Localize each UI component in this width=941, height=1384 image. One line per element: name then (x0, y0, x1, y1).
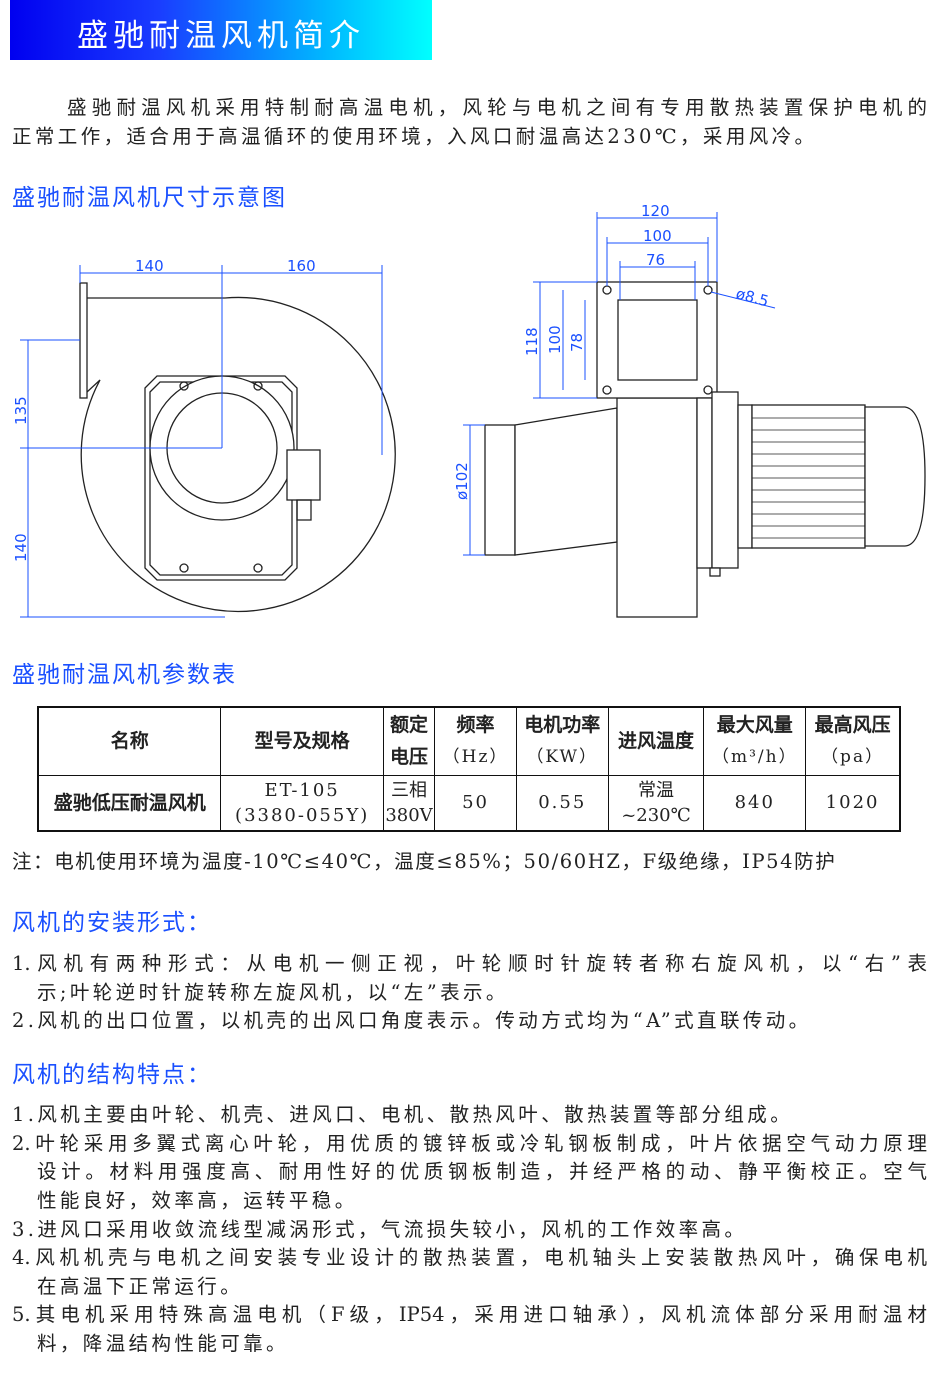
header-power-unit: （KW） (526, 747, 599, 768)
dim-label: 118 (523, 327, 541, 356)
header-frequency-top: 频率 (456, 714, 495, 737)
fan-front-view (79, 282, 396, 613)
structure-line: 1.风机主要由叶轮、机壳、进风口、电机、散热风叶、散热装置等部分组成。 (12, 1103, 794, 1126)
dim-label: ø8.5 (734, 284, 771, 310)
header-pressure: 最高风压 （pa） (805, 706, 901, 776)
cell-name: 盛驰低压耐温风机 (37, 774, 222, 832)
install-line: 2.风机的出口位置，以机壳的出风口角度表示。传动方式均为“A”式直联传动。 (12, 1009, 812, 1032)
params-note: 注：电机使用环境为温度-10℃≤40℃，温度≤85%；50/60HZ，F级绝缘，… (12, 850, 837, 873)
structure-line: 料，降温结构性能可靠。 (37, 1332, 289, 1355)
cell-frequency: 50 (434, 774, 517, 832)
structure-line: 设计。材料用强度高、耐用性好的优质钢板制造，并经严格的动、静平衡校正。空气 (37, 1160, 927, 1183)
header-flow-unit: （m³/h） (711, 747, 798, 768)
title-banner: 盛驰耐温风机简介 (10, 0, 432, 60)
dim-label: 140 (12, 533, 30, 562)
fan-side-view (484, 281, 926, 618)
header-name: 名称 (37, 706, 222, 776)
params-heading: 盛驰耐温风机参数表 (12, 662, 237, 688)
cell-temp-line1: 常温 (637, 779, 674, 801)
cell-pressure: 1020 (805, 774, 901, 832)
cell-model-line2: (3380-055Y) (235, 804, 370, 826)
header-voltage-bottom: 电压 (389, 746, 428, 769)
structure-line: 在高温下正常运行。 (37, 1275, 244, 1298)
dim-label: 140 (135, 257, 164, 275)
header-model: 型号及规格 (220, 706, 384, 776)
diagram-heading: 盛驰耐温风机尺寸示意图 (12, 185, 287, 211)
structure-line: 3.进风口采用收敛流线型减涡形式，气流损失较小，风机的工作效率高。 (12, 1218, 748, 1241)
header-power: 电机功率 （KW） (515, 706, 609, 776)
cell-temp: 常温 ~230℃ (607, 774, 705, 832)
dim-label: 78 (568, 333, 586, 352)
structure-line: 4.风机机壳与电机之间安装专业设计的散热装置，电机轴头上安装散热风叶，确保电机 (12, 1246, 927, 1269)
params-table: 名称 型号及规格 额定电压 频率 （Hz） 电机功率 （KW） 进风温度 最大风量 （… (37, 706, 901, 832)
dim-label: 76 (646, 251, 665, 269)
header-flow: 最大风量 （m³/h） (703, 706, 807, 776)
header-pressure-unit: （pa） (821, 747, 885, 768)
header-flow-top: 最大风量 (716, 714, 793, 737)
structure-heading: 风机的结构特点： (12, 1062, 212, 1088)
cell-model: ET-105 (3380-055Y) (220, 774, 384, 832)
header-frequency: 频率 （Hz） (434, 706, 517, 776)
cell-power: 0.55 (515, 774, 609, 832)
install-line: 示;叶轮逆时针旋转称左旋风机，以“左”表示。 (37, 981, 509, 1004)
header-inlet-temp: 进风温度 (607, 706, 705, 776)
dim-label: 135 (12, 396, 30, 425)
cell-flow: 840 (703, 774, 807, 832)
header-pressure-top: 最高风压 (814, 714, 891, 737)
table-header-row: 名称 型号及规格 额定电压 频率 （Hz） 电机功率 （KW） 进风温度 最大风量 （… (37, 706, 901, 776)
header-voltage: 额定电压 (382, 706, 436, 776)
intro-line: 正常工作，适合用于高温循环的使用环境，入风口耐温高达230℃，采用风冷。 (12, 125, 818, 148)
cell-model-line1: ET-105 (264, 779, 340, 801)
dim-label: 100 (546, 325, 564, 354)
cell-voltage: 三相 380V (382, 774, 436, 832)
header-voltage-top: 额定 (389, 714, 428, 737)
install-line: 1.风机有两种形式：从电机一侧正视，叶轮顺时针旋转者称右旋风机，以“右”表 (12, 952, 927, 975)
structure-line: 性能良好，效率高，运转平稳。 (37, 1189, 358, 1212)
table-row: 盛驰低压耐温风机 ET-105 (3380-055Y) 三相 380V 50 0.5… (37, 774, 901, 832)
dim-label: 100 (643, 227, 672, 245)
structure-line: 5.其电机采用特殊高温电机（F级，IP54，采用进口轴承），风机流体部分采用耐温… (12, 1303, 927, 1326)
page-title: 盛驰耐温风机简介 (77, 18, 365, 54)
cell-voltage-line2: 380V (385, 804, 433, 826)
dim-label: 120 (641, 202, 670, 220)
dim-label: ø102 (453, 462, 471, 500)
header-power-top: 电机功率 (524, 714, 601, 737)
side-dimensions: 120 100 76 ø8.5 118 100 78 ø102 (453, 202, 776, 556)
dim-label: 160 (287, 257, 316, 275)
intro-line: 盛驰耐温风机采用特制耐高温电机，风轮与电机之间有专用散热装置保护电机的 (67, 96, 927, 119)
structure-line: 2.叶轮采用多翼式离心叶轮，用优质的镀锌板或冷轧钢板制成，叶片依据空气动力原理 (12, 1132, 927, 1155)
cell-voltage-line1: 三相 (391, 779, 427, 801)
cell-temp-line2: ~230℃ (621, 804, 691, 826)
header-frequency-unit: （Hz） (442, 747, 509, 768)
fan-dimension-drawing: 140 160 135 140 (12, 202, 926, 618)
install-heading: 风机的安装形式： (12, 910, 212, 936)
front-dimensions: 140 160 135 140 (12, 257, 383, 618)
